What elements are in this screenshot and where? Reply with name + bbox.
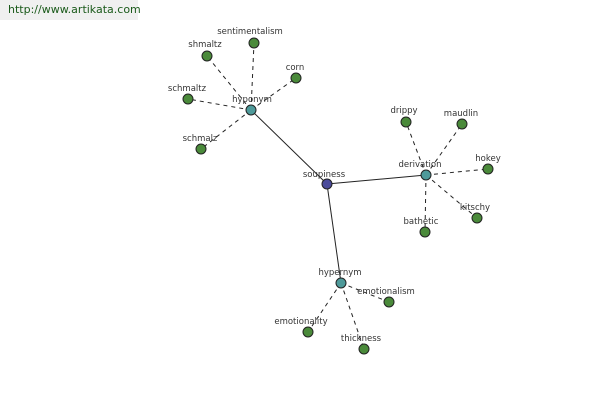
node-hokey[interactable] [482, 163, 494, 175]
label-drippy[interactable]: drippy [390, 106, 417, 116]
node-emotionalism[interactable] [383, 296, 395, 308]
label-hyponym[interactable]: hyponym [232, 95, 272, 105]
node-maudlin[interactable] [456, 118, 468, 130]
edge-derivation-kitschy [425, 174, 478, 219]
node-kitschy[interactable] [471, 212, 483, 224]
edge-derivation-hokey [425, 168, 489, 176]
source-url-banner[interactable]: http://www.artikata.com [0, 0, 141, 20]
edge-hyponym-schmalz [200, 109, 252, 150]
node-sentimentalism[interactable] [248, 37, 260, 49]
edge-hypernym-thickness [340, 282, 365, 350]
label-emotionalism[interactable]: emotionalism [357, 287, 415, 297]
node-schmaltz[interactable] [182, 93, 194, 105]
edge-derivation-bathetic [424, 174, 427, 233]
edge-hyponym-shmaltz [206, 55, 252, 111]
edge-center-hyponym [250, 109, 328, 185]
edges-layer [187, 42, 489, 350]
edge-hypernym-emotionalism [340, 282, 390, 303]
label-bathetic[interactable]: bathetic [404, 217, 439, 227]
label-schmaltz[interactable]: schmaltz [168, 84, 207, 94]
edge-derivation-maudlin [425, 123, 463, 176]
node-hypernym[interactable] [335, 277, 347, 289]
node-drippy[interactable] [400, 116, 412, 128]
edge-derivation-drippy [405, 121, 427, 176]
node-thickness[interactable] [358, 343, 370, 355]
edge-hyponym-schmaltz [187, 98, 252, 111]
label-soupiness[interactable]: soupiness [303, 170, 346, 180]
edge-center-hypernym [326, 183, 342, 284]
label-emotionality[interactable]: emotionality [274, 317, 327, 327]
node-derivation[interactable] [420, 169, 432, 181]
label-derivation[interactable]: derivation [398, 160, 441, 170]
label-shmaltz[interactable]: shmaltz [188, 40, 222, 50]
nodes-layer: sentimentalism shmaltz corn schmaltz schmalz… [168, 27, 501, 355]
label-maudlin[interactable]: maudlin [444, 109, 478, 119]
node-schmalz[interactable] [195, 143, 207, 155]
node-soupiness[interactable] [321, 178, 333, 190]
label-corn[interactable]: corn [286, 63, 305, 73]
label-sentimentalism[interactable]: sentimentalism [217, 27, 283, 37]
node-bathetic[interactable] [419, 226, 431, 238]
edge-hypernym-emotionality [307, 282, 342, 333]
label-hokey[interactable]: hokey [475, 154, 500, 164]
edge-hyponym-sentimentalism [250, 42, 255, 111]
label-thickness[interactable]: thickness [341, 334, 382, 344]
label-kitschy[interactable]: kitschy [460, 203, 490, 213]
node-emotionality[interactable] [302, 326, 314, 338]
label-hypernym[interactable]: hypernym [318, 268, 361, 278]
node-corn[interactable] [290, 72, 302, 84]
edge-center-derivation [326, 174, 427, 185]
edge-hyponym-corn [250, 77, 297, 111]
node-shmaltz[interactable] [201, 50, 213, 62]
label-schmalz[interactable]: schmalz [183, 134, 218, 144]
node-hyponym[interactable] [245, 104, 257, 116]
